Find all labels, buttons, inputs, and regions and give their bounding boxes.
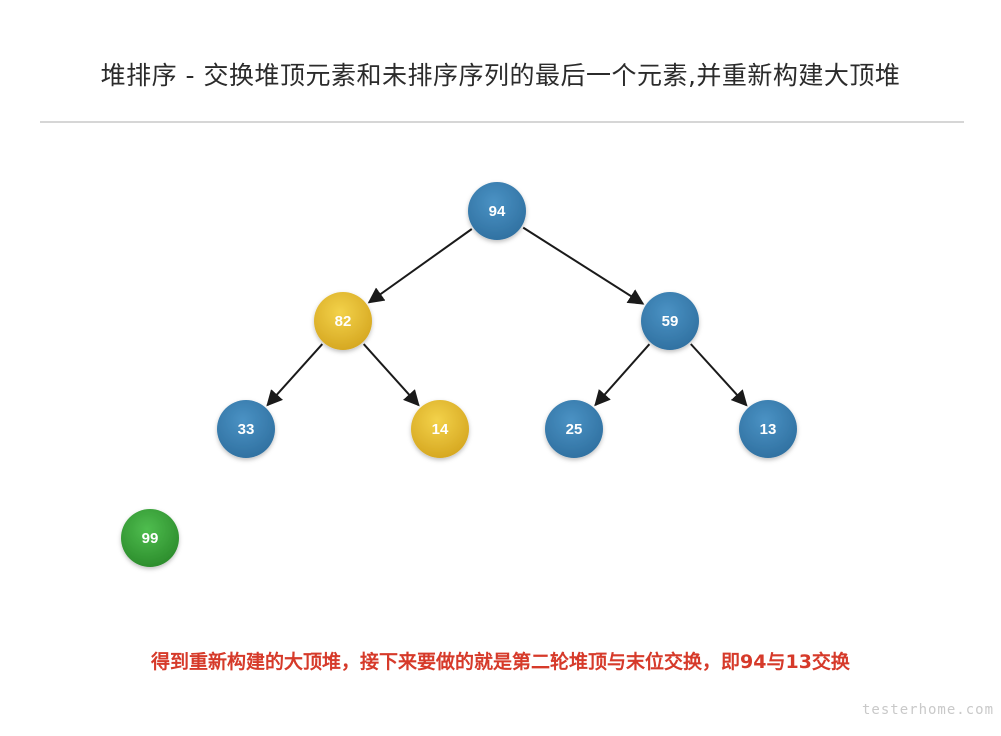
heap-node-25: 25 xyxy=(545,400,603,458)
tree-edges xyxy=(266,226,748,407)
node-circle-blue xyxy=(739,400,797,458)
watermark-text: testerhome.com xyxy=(862,702,995,718)
heap-node-33: 33 xyxy=(217,400,275,458)
node-label: 13 xyxy=(760,421,777,438)
edge-n94-n82 xyxy=(367,228,473,304)
edge-n59-n13 xyxy=(690,343,748,407)
edge-n59-n25 xyxy=(594,343,651,407)
heap-node-82: 82 xyxy=(314,292,372,350)
slide-title: 堆排序 - 交换堆顶元素和未排序序列的最后一个元素,并重新构建大顶堆 xyxy=(100,61,901,90)
node-circle-blue xyxy=(217,400,275,458)
node-circle-blue xyxy=(468,182,526,240)
edge-n82-n33 xyxy=(266,343,324,407)
title-divider xyxy=(40,121,964,123)
edge-n82-n14 xyxy=(362,343,420,407)
node-label: 59 xyxy=(662,313,679,330)
node-circle-yellow xyxy=(411,400,469,458)
node-label: 14 xyxy=(432,421,449,438)
node-label: 82 xyxy=(335,313,352,330)
node-label: 99 xyxy=(142,530,159,547)
heap-node-99: 99 xyxy=(121,509,179,567)
node-label: 33 xyxy=(238,421,255,438)
node-circle-yellow xyxy=(314,292,372,350)
edge-n94-n59 xyxy=(522,226,645,305)
node-circle-green xyxy=(121,509,179,567)
heap-node-94: 94 xyxy=(468,182,526,240)
explanation-caption: 得到重新构建的大顶堆，接下来要做的就是第二轮堆顶与末位交换，即94与13交换 xyxy=(151,651,850,673)
node-label: 25 xyxy=(566,421,583,438)
node-label: 94 xyxy=(489,203,506,220)
node-circle-blue xyxy=(641,292,699,350)
heap-node-13: 13 xyxy=(739,400,797,458)
heap-node-59: 59 xyxy=(641,292,699,350)
heap-node-14: 14 xyxy=(411,400,469,458)
tree-nodes: 94 82 59 33 14 25 13 99 xyxy=(121,182,797,567)
node-circle-blue xyxy=(545,400,603,458)
